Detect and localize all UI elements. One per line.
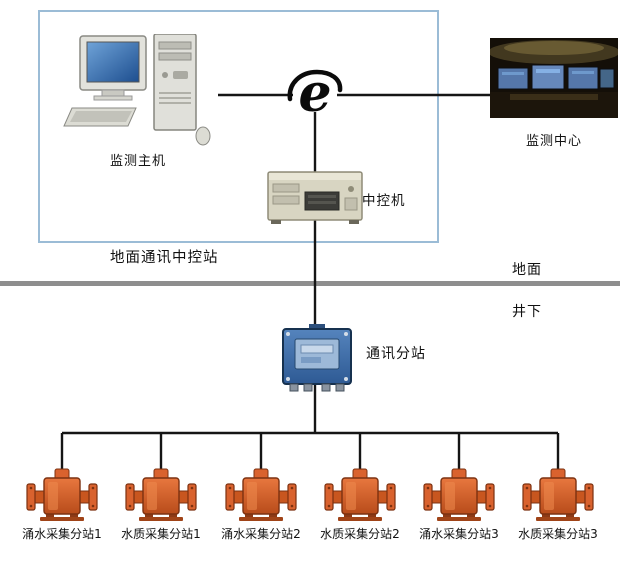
rack-server-icon <box>267 166 363 226</box>
pump-device-icon <box>221 466 301 522</box>
ground-station-border <box>38 10 439 243</box>
central-control-label: 中控机 <box>362 193 406 209</box>
monitor-center-label: 监测中心 <box>525 134 582 149</box>
desktop-computer-icon <box>62 34 212 146</box>
comm-substation-node <box>281 324 353 398</box>
junction-box-icon <box>281 324 353 394</box>
monitor-host-label: 监测主机 <box>109 154 166 169</box>
device-node: 水质采集分站1 <box>111 466 211 542</box>
pump-device-icon <box>419 466 499 522</box>
pump-device-icon <box>22 466 102 522</box>
device-label: 涌水采集分站2 <box>221 527 301 541</box>
pump-device-icon <box>518 466 598 522</box>
device-node: 涌水采集分站1 <box>12 466 112 542</box>
device-label: 水质采集分站3 <box>518 527 598 541</box>
device-label: 水质采集分站2 <box>320 527 400 541</box>
monitor-host-node <box>62 34 212 150</box>
device-node: 水质采集分站3 <box>508 466 608 542</box>
device-label: 水质采集分站1 <box>121 527 201 541</box>
internet-e-icon <box>287 64 343 122</box>
device-label: 涌水采集分站3 <box>419 527 499 541</box>
surface-underground-divider <box>0 281 620 286</box>
device-node: 涌水采集分站3 <box>409 466 509 542</box>
pump-device-icon <box>320 466 400 522</box>
central-control-node <box>267 166 363 230</box>
control-room-photo <box>490 38 618 118</box>
monitor-center-node <box>490 38 618 122</box>
surface-label: 地面 <box>512 262 542 278</box>
comm-substation-label: 通讯分站 <box>366 346 426 362</box>
device-label: 涌水采集分站1 <box>22 527 102 541</box>
ground-station-label: 地面通讯中控站 <box>110 250 219 266</box>
device-node: 水质采集分站2 <box>310 466 410 542</box>
underground-label: 井下 <box>512 304 542 320</box>
device-node: 涌水采集分站2 <box>211 466 311 542</box>
pump-device-icon <box>121 466 201 522</box>
